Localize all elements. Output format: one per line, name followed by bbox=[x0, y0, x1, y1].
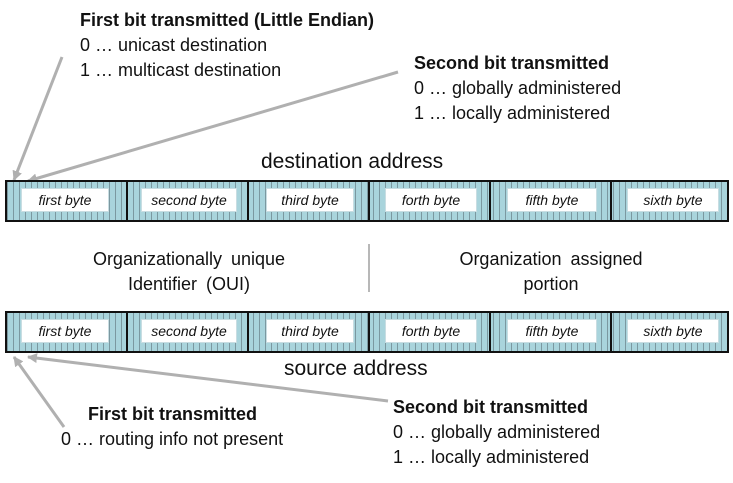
byte-cell: fifth byte bbox=[507, 188, 597, 212]
byte-cell: forth byte bbox=[385, 319, 477, 343]
byte-cell: second byte bbox=[141, 319, 237, 343]
byte-cell: second byte bbox=[141, 188, 237, 212]
byte-cell: sixth byte bbox=[627, 319, 719, 343]
destination-address-label: destination address bbox=[261, 150, 444, 173]
byte-divider bbox=[126, 313, 128, 351]
note-line: 1 … locally administered bbox=[393, 447, 590, 467]
note-line: 0 … routing info not present bbox=[61, 429, 284, 449]
byte-divider bbox=[368, 313, 370, 351]
byte-divider bbox=[247, 313, 249, 351]
byte-divider bbox=[126, 182, 128, 220]
byte-cell: sixth byte bbox=[627, 188, 719, 212]
oui-label: Organizationally unique Identifier (OUI) bbox=[68, 247, 310, 297]
top-right-note: Second bit transmitted 0 … globally admi… bbox=[414, 51, 621, 126]
note-heading: Second bit transmitted bbox=[414, 53, 610, 73]
oui-line: Identifier (OUI) bbox=[127, 274, 251, 294]
byte-cell: fifth byte bbox=[507, 319, 597, 343]
byte-cell: first byte bbox=[21, 188, 109, 212]
byte-divider bbox=[610, 182, 612, 220]
byte-divider bbox=[610, 313, 612, 351]
note-line: 0 … unicast destination bbox=[80, 35, 268, 55]
note-line: 1 … locally administered bbox=[414, 103, 611, 123]
assigned-line: Organization assigned bbox=[459, 249, 643, 269]
arrow-first-bit-dest bbox=[12, 56, 64, 181]
byte-divider bbox=[489, 313, 491, 351]
source-address-bar: first byte second byte third byte forth … bbox=[5, 311, 729, 353]
byte-divider bbox=[368, 182, 370, 220]
assigned-line: portion bbox=[523, 274, 579, 294]
byte-divider bbox=[489, 182, 491, 220]
byte-cell: third byte bbox=[266, 319, 354, 343]
top-left-note: First bit transmitted (Little Endian) 0 … bbox=[80, 8, 374, 83]
arrow-second-bit-dest bbox=[27, 70, 399, 184]
note-line: 0 … globally administered bbox=[393, 422, 601, 442]
note-heading: First bit transmitted (Little Endian) bbox=[80, 10, 375, 30]
note-line: 0 … globally administered bbox=[414, 78, 622, 98]
bottom-left-note: First bit transmitted 0 … routing info n… bbox=[61, 402, 283, 452]
byte-cell: forth byte bbox=[385, 188, 477, 212]
source-address-label: source address bbox=[284, 357, 428, 380]
destination-address-bar: first byte second byte third byte forth … bbox=[5, 180, 729, 222]
arrow-second-bit-src bbox=[27, 353, 389, 403]
arrow-first-bit-src bbox=[12, 356, 66, 428]
note-heading: Second bit transmitted bbox=[393, 397, 589, 417]
note-heading: First bit transmitted bbox=[88, 404, 258, 424]
bottom-right-note: Second bit transmitted 0 … globally admi… bbox=[393, 395, 600, 470]
byte-divider bbox=[247, 182, 249, 220]
note-line: 1 … multicast destination bbox=[80, 60, 282, 80]
assigned-portion-label: Organization assigned portion bbox=[430, 247, 672, 297]
byte-cell: third byte bbox=[266, 188, 354, 212]
byte-cell: first byte bbox=[21, 319, 109, 343]
oui-line: Organizationally unique bbox=[92, 249, 286, 269]
